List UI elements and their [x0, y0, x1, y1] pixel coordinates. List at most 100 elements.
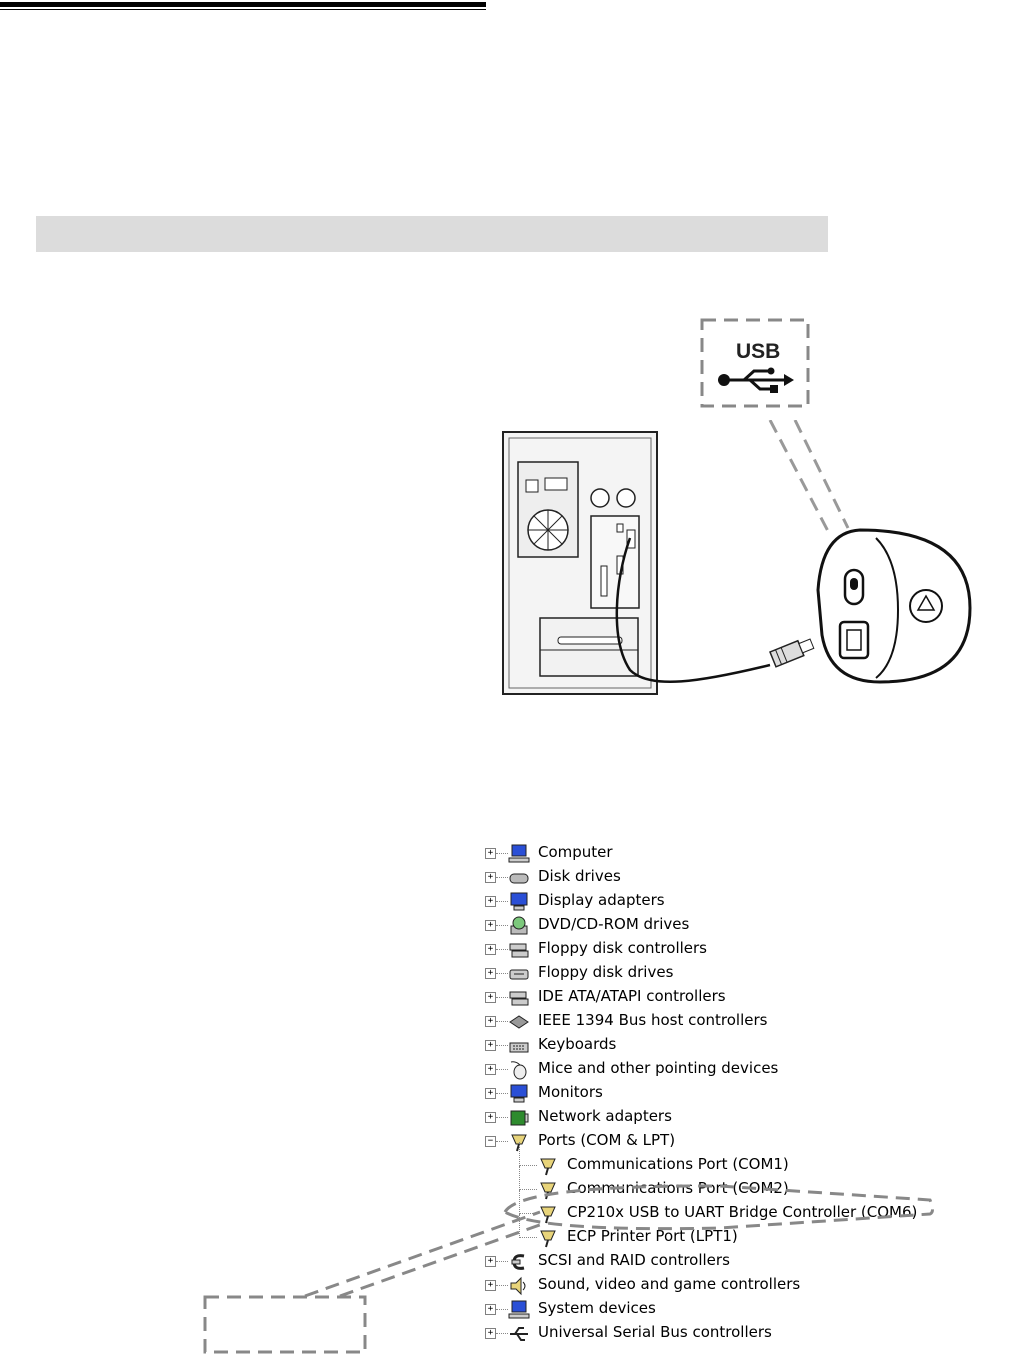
tree-item-label: ECP Printer Port (LPT1) [567, 1227, 738, 1245]
monitor-icon [510, 1084, 528, 1103]
tree-item-label: Sound, video and game controllers [538, 1275, 801, 1293]
tree-item-floppy-disk-drives[interactable]: + Floppy disk drives [482, 962, 1002, 986]
tree-item-floppy-disk-controllers[interactable]: + Floppy disk controllers [482, 938, 1002, 962]
tree-item-ports[interactable]: − Ports (COM & LPT) [482, 1130, 1002, 1154]
tree-item-label: Disk drives [538, 867, 621, 885]
computer-icon [508, 844, 530, 863]
tree-connector [496, 997, 508, 998]
tree-item-label: Monitors [538, 1083, 603, 1101]
disk-drive-icon [509, 873, 529, 884]
tree-item-label: Mice and other pointing devices [538, 1059, 779, 1077]
tree-item-label: DVD/CD-ROM drives [538, 915, 690, 933]
tree-item-ide-controllers[interactable]: + IDE ATA/ATAPI controllers [482, 986, 1002, 1010]
section-header-bar [36, 216, 828, 252]
tree-item-label: Keyboards [538, 1035, 617, 1053]
expand-toggle[interactable]: + [485, 1256, 496, 1267]
network-icon [510, 1110, 529, 1126]
port-icon [540, 1158, 556, 1176]
tree-item-keyboards[interactable]: + Keyboards [482, 1034, 1002, 1058]
floppy-drive-icon [509, 969, 529, 980]
tree-connector [519, 1237, 537, 1238]
port-icon [511, 1134, 527, 1152]
tree-connector [496, 949, 508, 950]
tree-connector [519, 1214, 520, 1238]
tree-item-scsi-raid[interactable]: + SCSI and RAID controllers [482, 1250, 1002, 1274]
expand-toggle[interactable]: + [485, 1064, 496, 1075]
port-icon [540, 1230, 556, 1248]
tree-item-label: Network adapters [538, 1107, 672, 1125]
usb-icon [510, 1327, 528, 1341]
expand-toggle[interactable]: + [485, 896, 496, 907]
tree-connector [496, 1093, 508, 1094]
keyboard-icon [509, 1042, 529, 1053]
tree-item-ieee1394[interactable]: + IEEE 1394 Bus host controllers [482, 1010, 1002, 1034]
tree-connector [496, 1117, 508, 1118]
collapse-toggle[interactable]: − [485, 1136, 496, 1147]
tree-connector [519, 1165, 537, 1166]
tree-child-com2[interactable]: Communications Port (COM2) [482, 1166, 1002, 1202]
tree-connector [496, 1333, 508, 1334]
usb-label: USB [736, 340, 781, 363]
expand-toggle[interactable]: + [485, 1088, 496, 1099]
usb-callout: USB [700, 318, 810, 408]
tree-connector [496, 1261, 508, 1262]
tree-connector [519, 1189, 537, 1190]
expand-toggle[interactable]: + [485, 968, 496, 979]
tree-item-label: Universal Serial Bus controllers [538, 1323, 772, 1341]
tree-item-label: Floppy disk controllers [538, 939, 707, 957]
expand-toggle[interactable]: + [485, 1112, 496, 1123]
tree-item-label: Computer [538, 843, 613, 861]
expand-toggle[interactable]: + [485, 1304, 496, 1315]
port-icon [540, 1206, 556, 1224]
tree-item-disk-drives[interactable]: + Disk drives [482, 866, 1002, 890]
tree-connector [496, 853, 508, 854]
tree-item-system-devices[interactable]: + System devices [482, 1298, 1002, 1322]
tree-item-label: System devices [538, 1299, 656, 1317]
expand-toggle[interactable]: + [485, 1016, 496, 1027]
tree-child-com1[interactable]: Communications Port (COM1) [482, 1142, 1002, 1178]
expand-toggle[interactable]: + [485, 1328, 496, 1339]
computer-icon [508, 1300, 530, 1319]
tree-item-usb-controllers[interactable]: + Universal Serial Bus controllers [482, 1322, 1002, 1346]
tree-item-label: CP210x USB to UART Bridge Controller (CO… [567, 1203, 918, 1221]
top-rule-thick [0, 2, 486, 7]
tree-item-label: SCSI and RAID controllers [538, 1251, 730, 1269]
cdrom-icon [510, 916, 528, 935]
expand-toggle[interactable]: + [485, 1040, 496, 1051]
expand-toggle[interactable]: + [485, 920, 496, 931]
tree-item-label: Communications Port (COM2) [567, 1179, 789, 1197]
tree-item-label: Floppy disk drives [538, 963, 674, 981]
tree-item-display-adapters[interactable]: + Display adapters [482, 890, 1002, 914]
tree-connector [496, 1285, 508, 1286]
tree-item-label: Communications Port (COM1) [567, 1155, 789, 1173]
expand-toggle[interactable]: + [485, 848, 496, 859]
tree-child-lpt1[interactable]: ECP Printer Port (LPT1) [482, 1214, 1002, 1250]
tree-connector [496, 1045, 508, 1046]
tree-connector [496, 1141, 508, 1142]
tree-connector [496, 973, 508, 974]
tree-connector [496, 877, 508, 878]
tree-connector [519, 1190, 520, 1214]
tree-connector [496, 901, 508, 902]
expand-toggle[interactable]: + [485, 872, 496, 883]
tree-item-dvd-cdrom-drives[interactable]: + DVD/CD-ROM drives [482, 914, 1002, 938]
tree-item-computer[interactable]: + Computer [482, 842, 1002, 866]
tree-child-cp210x[interactable]: CP210x USB to UART Bridge Controller (CO… [482, 1190, 1002, 1226]
tree-connector [496, 1309, 508, 1310]
tree-connector [519, 1166, 520, 1190]
sound-icon [510, 1276, 526, 1296]
expand-toggle[interactable]: + [485, 992, 496, 1003]
usb-callout-frame [700, 318, 810, 408]
tree-item-network-adapters[interactable]: + Network adapters [482, 1106, 1002, 1130]
scsi-icon [511, 1254, 525, 1270]
tree-item-mice[interactable]: + Mice and other pointing devices [482, 1058, 1002, 1082]
mouse-icon [510, 1061, 527, 1080]
expand-toggle[interactable]: + [485, 1280, 496, 1291]
tree-item-monitors[interactable]: + Monitors [482, 1082, 1002, 1106]
ieee1394-icon [509, 1015, 529, 1029]
connection-illustration [500, 419, 980, 710]
port-icon [540, 1182, 556, 1200]
tree-item-label: Display adapters [538, 891, 665, 909]
expand-toggle[interactable]: + [485, 944, 496, 955]
tree-item-sound-video[interactable]: + Sound, video and game controllers [482, 1274, 1002, 1298]
